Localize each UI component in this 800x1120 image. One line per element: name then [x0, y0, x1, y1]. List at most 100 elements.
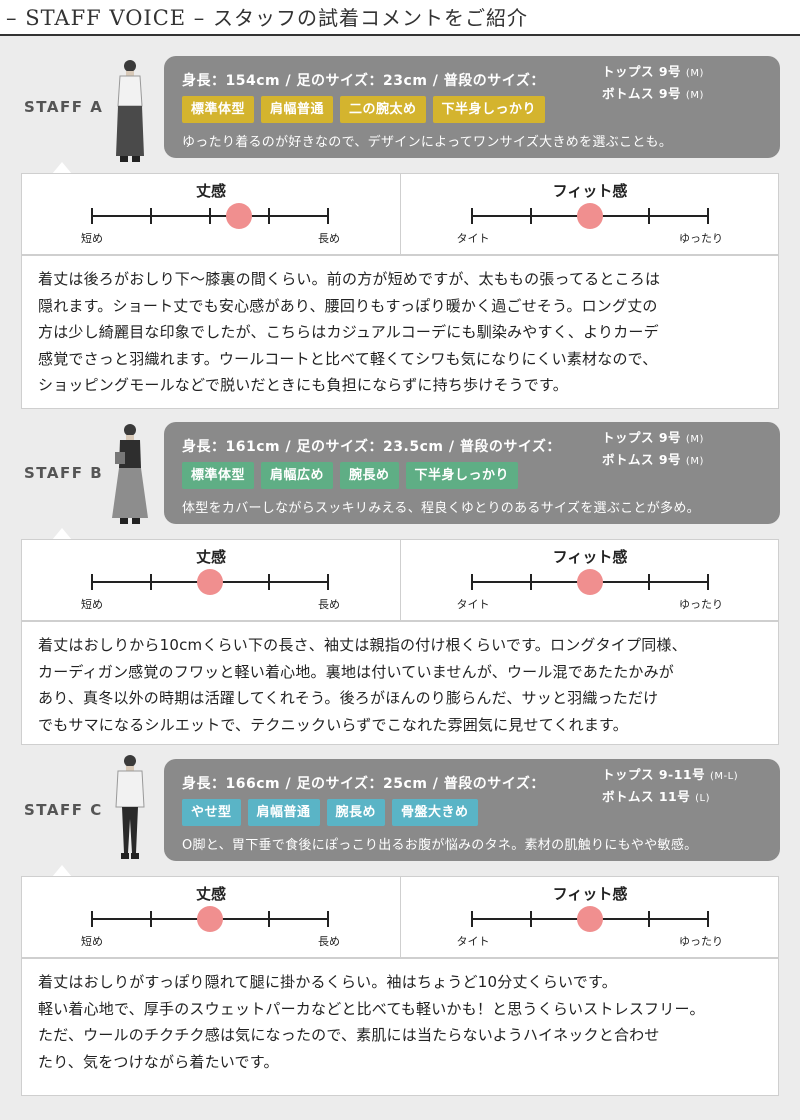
scale-tick: [91, 911, 93, 927]
scale-tick: [471, 574, 473, 590]
staff-label: STAFF C: [24, 801, 103, 819]
profile-description: 体型をカバーしながらスッキリみえる、程良くゆとりのあるサイズを選ぶことが多め。: [182, 501, 700, 516]
length-min-label: 短め: [81, 232, 103, 245]
fit-max-label: ゆったり: [679, 232, 723, 245]
tag: やせ型: [182, 799, 241, 826]
tag: 肩幅普通: [261, 96, 334, 123]
profile-bubble: 身長：166cm / 足のサイズ：25cm / 普段のサイズ： トップス 9-1…: [164, 759, 780, 861]
length-max-label: 長め: [318, 935, 340, 948]
tag: 標準体型: [182, 462, 255, 489]
page-header: – STAFF VOICE – スタッフの試着コメントをご紹介: [0, 0, 800, 36]
length-scale: 丈感 短め 長め: [22, 877, 400, 957]
bottoms-size-letter: (M): [685, 90, 704, 101]
scale-tick: [91, 574, 93, 590]
bottoms-size-letter: (L): [695, 793, 710, 804]
scale-tick: [648, 208, 650, 224]
body-type-tags: やせ型 肩幅普通 腕長め 骨盤大きめ: [182, 799, 478, 826]
scale-tick: [91, 208, 93, 224]
comment-text: 着丈はおしりがすっぽり隠れて腿に掛かるくらい。袖はちょうど10分丈くらいです。 …: [38, 973, 705, 1071]
length-marker: [197, 906, 223, 932]
scale-tick: [327, 574, 329, 590]
scale-tick: [150, 574, 152, 590]
scale-divider: [400, 540, 401, 620]
bottoms-size-letter: (M): [685, 456, 704, 467]
fit-scale: フィット感 タイト ゆったり: [401, 174, 779, 254]
length-marker: [197, 569, 223, 595]
fit-marker: [577, 203, 603, 229]
scale-tick: [530, 911, 532, 927]
body-type-tags: 標準体型 肩幅広め 腕長め 下半身しっかり: [182, 462, 519, 489]
tag: 肩幅普通: [247, 799, 320, 826]
header-rule: [0, 34, 800, 36]
profile-bubble: 身長：161cm / 足のサイズ：23.5cm / 普段のサイズ： トップス 9…: [164, 422, 780, 524]
staff-label: STAFF A: [24, 98, 104, 116]
scale-tick: [707, 911, 709, 927]
tag: 腕長め: [326, 799, 386, 826]
usual-sizes: トップス 9号 (M) ボトムス 9号 (M): [602, 428, 704, 472]
profile-bubble: 身長：154cm / 足のサイズ：23cm / 普段のサイズ： トップス 9号 …: [164, 56, 780, 158]
fit-marker: [577, 906, 603, 932]
pointer-arrow: [52, 162, 72, 174]
pointer-arrow: [52, 528, 72, 540]
fit-title: フィット感: [552, 885, 628, 903]
fit-marker: [577, 569, 603, 595]
length-scale: 丈感 短め 長め: [22, 540, 400, 620]
length-max-label: 長め: [318, 232, 340, 245]
scale-tick: [150, 911, 152, 927]
fit-scale: フィット感 タイト ゆったり: [401, 540, 779, 620]
bottoms-size: ボトムス 9号: [602, 452, 682, 467]
staff-comment: 着丈はおしりがすっぽり隠れて腿に掛かるくらい。袖はちょうど10分丈くらいです。 …: [21, 958, 779, 1096]
scale-tick: [648, 911, 650, 927]
content-area: STAFF A 身長：154cm / 足のサイズ：23cm / 普段のサイズ： …: [0, 36, 800, 1120]
tops-size: トップス 9号: [602, 64, 682, 79]
length-scale: 丈感 短め 長め: [22, 174, 400, 254]
length-max-label: 長め: [318, 598, 340, 611]
tag: 標準体型: [182, 96, 255, 123]
tops-size-letter: (M): [685, 434, 704, 445]
staff-photo-c: [115, 755, 145, 859]
fit-title: フィット感: [552, 548, 628, 566]
tag: 腕長め: [340, 462, 399, 489]
scale-tick: [471, 208, 473, 224]
bottoms-size: ボトムス 11号: [602, 789, 691, 804]
staff-photo-b: [112, 424, 148, 524]
tag: 下半身しっかり: [432, 96, 546, 123]
fit-min-label: タイト: [456, 598, 490, 611]
scale-tick: [268, 911, 270, 927]
scale-tick: [707, 574, 709, 590]
staff-photo-a: [116, 60, 144, 162]
length-min-label: 短め: [81, 598, 103, 611]
scale-tick: [707, 208, 709, 224]
fit-min-label: タイト: [456, 935, 490, 948]
usual-sizes: トップス 9号 (M) ボトムス 9号 (M): [602, 62, 704, 106]
tops-size: トップス 9号: [602, 430, 682, 445]
comment-text: 着丈は後ろがおしり下〜膝裏の間くらい。前の方が短めですが、太ももの張ってるところ…: [38, 270, 661, 394]
scale-tick: [327, 208, 329, 224]
scale-tick: [268, 208, 270, 224]
tops-size-letter: (M): [685, 68, 704, 79]
comment-text: 着丈はおしりから10cmくらい下の長さ、袖丈は親指の付け根くらいです。ロングタイ…: [38, 636, 687, 734]
scale-tick: [530, 574, 532, 590]
length-title: 丈感: [195, 548, 226, 566]
pointer-arrow: [52, 865, 72, 877]
body-type-tags: 標準体型 肩幅普通 二の腕太め 下半身しっかり: [182, 96, 546, 123]
tag: 肩幅広め: [261, 462, 334, 489]
rating-scales: 丈感 短め 長め フィット感 タイト: [21, 539, 779, 621]
rating-scales: 丈感 短め 長め フィット感 タイト: [21, 173, 779, 255]
title-en: STAFF VOICE: [25, 6, 187, 30]
usual-sizes: トップス 9-11号 (M-L) ボトムス 11号 (L): [602, 765, 738, 809]
staff-label: STAFF B: [24, 464, 104, 482]
fit-min-label: タイト: [456, 232, 490, 245]
profile-description: ゆったり着るのが好きなので、デザインによってワンサイズ大きめを選ぶことも。: [182, 135, 673, 150]
page-title: – STAFF VOICE – スタッフの試着コメントをご紹介: [6, 6, 528, 30]
length-title: 丈感: [195, 182, 226, 200]
scale-tick: [150, 208, 152, 224]
scale-tick: [327, 911, 329, 927]
scale-tick: [268, 574, 270, 590]
fit-max-label: ゆったり: [679, 935, 723, 948]
profile-stats: 身長：161cm / 足のサイズ：23.5cm / 普段のサイズ：: [182, 439, 561, 455]
scale-tick: [648, 574, 650, 590]
staff-comment: 着丈はおしりから10cmくらい下の長さ、袖丈は親指の付け根くらいです。ロングタイ…: [21, 621, 779, 745]
scale-divider: [400, 877, 401, 957]
bottoms-size: ボトムス 9号: [602, 86, 682, 101]
